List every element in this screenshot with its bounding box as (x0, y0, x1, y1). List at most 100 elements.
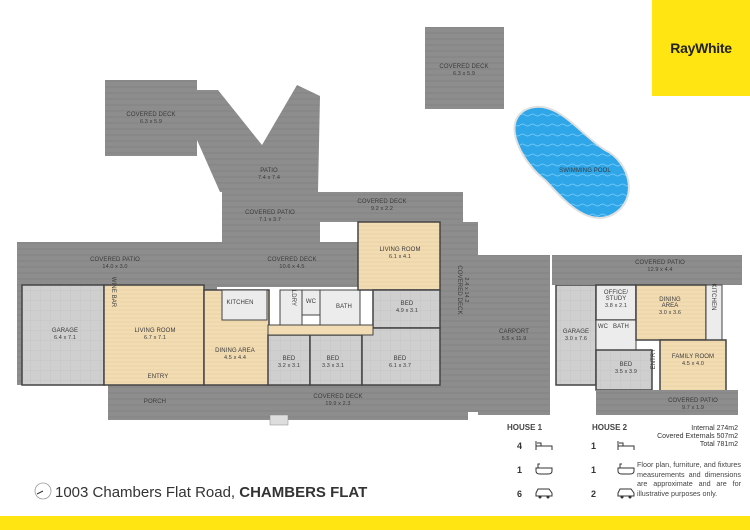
svg-text:ENTRY: ENTRY (148, 374, 169, 380)
bath-icon (617, 463, 635, 475)
svg-text:3.3 x 3.1: 3.3 x 3.1 (322, 363, 344, 369)
brand-name: RayWhite (670, 40, 732, 56)
garage-1 (21, 284, 105, 386)
covered-deck-center (210, 242, 360, 287)
house-2-label: HOUSE 2 (592, 423, 628, 432)
svg-text:GARAGE: GARAGE (52, 328, 78, 334)
total-area: Total 781m2 (699, 441, 738, 448)
svg-text:BED: BED (283, 356, 296, 362)
svg-text:WC: WC (598, 324, 609, 330)
svg-text:14.0 x 3.0: 14.0 x 3.0 (102, 264, 127, 270)
covered-patio-mid (222, 192, 320, 242)
kitchen-1 (221, 289, 268, 321)
svg-text:DINING: DINING (659, 297, 681, 303)
svg-text:6.3 x 5.9: 6.3 x 5.9 (140, 119, 162, 125)
covered-area: Covered Externals 507m2 (657, 433, 738, 440)
carport-area (478, 255, 550, 415)
svg-text:LIVING ROOM: LIVING ROOM (379, 247, 420, 253)
area-summary: Internal 274m2 Covered Externals 507m2 T… (657, 425, 738, 449)
covered-deck-nw (105, 80, 197, 156)
svg-text:COVERED PATIO: COVERED PATIO (90, 257, 140, 263)
svg-text:12.9 x 4.4: 12.9 x 4.4 (647, 267, 672, 273)
bed-1 (267, 334, 311, 386)
svg-text:PORCH: PORCH (144, 399, 166, 405)
svg-text:COVERED DECK: COVERED DECK (456, 265, 462, 314)
svg-text:6.3 x 5.9: 6.3 x 5.9 (453, 71, 475, 77)
svg-text:BED: BED (401, 301, 414, 307)
svg-text:WC: WC (306, 299, 317, 305)
beds-row: 4 1 (507, 441, 637, 457)
svg-text:7.1 x 3.7: 7.1 x 3.7 (259, 217, 281, 223)
svg-text:10.6 x 4.5: 10.6 x 4.5 (279, 264, 304, 270)
svg-text:OFFICE/: OFFICE/ (604, 290, 629, 296)
dining-area-2 (635, 284, 707, 341)
house2-baths: 1 (591, 465, 597, 475)
svg-text:7.4 x 7.4: 7.4 x 7.4 (258, 175, 280, 181)
room-labels: COVERED DECK 6.3 x 5.9 COVERED DECK 6.3 … (52, 64, 718, 411)
svg-text:BATH: BATH (336, 304, 352, 310)
baths-row: 1 1 (507, 463, 637, 481)
house2-beds: 1 (591, 441, 597, 451)
svg-text:GARAGE: GARAGE (563, 329, 589, 335)
property-address: 1003 Chambers Flat Road, CHAMBERS FLAT (35, 484, 367, 501)
svg-text:2.4 x 14.2: 2.4 x 14.2 (463, 277, 469, 302)
svg-text:19.9 x 2.3: 19.9 x 2.3 (325, 401, 350, 407)
garage-2 (555, 284, 597, 386)
svg-text:9.7 x 1.9: 9.7 x 1.9 (682, 405, 704, 411)
svg-text:BED: BED (620, 362, 633, 368)
raywhite-logo: RayWhite (652, 0, 750, 96)
svg-text:AREA: AREA (662, 303, 679, 309)
house2-cars: 2 (591, 489, 597, 499)
covered-deck-vertical (440, 222, 478, 412)
bed-icon (617, 441, 635, 450)
house-summary: HOUSE 1 HOUSE 2 4 1 1 1 6 2 (507, 423, 750, 513)
covered-patio-small (596, 390, 738, 415)
covered-deck-top (320, 192, 463, 222)
svg-text:6.1 x 3.7: 6.1 x 3.7 (389, 363, 411, 369)
svg-text:WINE BAR: WINE BAR (110, 277, 116, 308)
address-street: 1003 Chambers Flat Road, (55, 484, 240, 501)
covered-patio-left (17, 242, 217, 290)
svg-text:4.9 x 3.1: 4.9 x 3.1 (396, 308, 418, 314)
svg-text:3.8 x 2.1: 3.8 x 2.1 (605, 303, 627, 309)
swimming-pool (513, 105, 630, 219)
hallway (267, 324, 374, 336)
address-suburb: CHAMBERS FLAT (239, 484, 368, 501)
bed-2 (309, 334, 363, 386)
svg-text:DINING AREA: DINING AREA (215, 348, 255, 354)
bed-3 (361, 327, 441, 386)
svg-text:COVERED PATIO: COVERED PATIO (635, 260, 685, 266)
svg-text:3.2 x 3.1: 3.2 x 3.1 (278, 363, 300, 369)
svg-text:CARPORT: CARPORT (499, 329, 529, 335)
svg-text:BED: BED (394, 356, 407, 362)
svg-text:BED: BED (327, 356, 340, 362)
footer-bar (0, 516, 750, 530)
svg-text:5.5 x 11.9: 5.5 x 11.9 (502, 336, 527, 342)
svg-text:LDRY: LDRY (290, 290, 296, 306)
compass-icon (34, 482, 52, 500)
covered-deck-ne (425, 27, 504, 109)
car-icon (535, 488, 553, 499)
disclaimer: Floor plan, furniture, and fixtures meas… (637, 460, 741, 498)
covered-deck-bottom (108, 385, 468, 420)
svg-text:6.7 x 7.1: 6.7 x 7.1 (144, 335, 166, 341)
house1-baths: 1 (517, 465, 523, 475)
svg-text:3.0 x 7.6: 3.0 x 7.6 (565, 336, 587, 342)
house-1-label: HOUSE 1 (507, 423, 543, 432)
svg-text:COVERED PATIO: COVERED PATIO (245, 210, 295, 216)
house1-cars: 6 (517, 489, 523, 499)
svg-text:KITCHEN: KITCHEN (226, 300, 253, 306)
family-room (659, 339, 727, 396)
svg-text:3.0 x 3.6: 3.0 x 3.6 (659, 310, 681, 316)
living-room-upper (357, 221, 441, 291)
steps (269, 414, 289, 426)
patio-area (197, 85, 320, 192)
svg-text:COVERED DECK: COVERED DECK (357, 199, 406, 205)
svg-text:9.2 x 2.2: 9.2 x 2.2 (371, 206, 393, 212)
svg-text:4.5 x 4.4: 4.5 x 4.4 (224, 355, 246, 361)
bath-2 (595, 319, 637, 351)
svg-text:BATH: BATH (613, 324, 629, 330)
svg-text:COVERED PATIO: COVERED PATIO (668, 398, 718, 404)
svg-text:6.4 x 7.1: 6.4 x 7.1 (54, 335, 76, 341)
